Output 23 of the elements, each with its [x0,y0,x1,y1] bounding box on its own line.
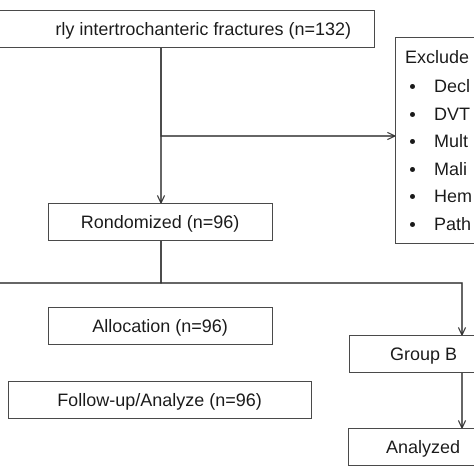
arrow [458,373,466,429]
list-item: Mult [434,130,468,152]
list-item: Mali [434,158,468,180]
exclusion-box [395,37,474,244]
process-box [348,428,474,466]
process-box [0,10,375,48]
box-heading: Exclude [405,46,470,68]
connector-line [0,241,162,284]
list-item: Hem [434,185,472,207]
list-item: DVT [434,102,470,124]
process-box [48,203,273,241]
process-box [8,381,312,419]
box-label: Rondomized (n=96) [80,210,240,232]
list-item: Path [434,212,472,234]
process-box [349,335,474,373]
box-label: Follow-up/Analyze (n=96) [56,388,263,410]
box-label: Allocation (n=96) [91,314,229,336]
box-label: rly intertrochanteric fractures (n=132) [55,18,351,40]
box-label: Analyzed [386,436,460,458]
box-label: Group B [390,342,458,364]
process-box [48,307,273,345]
list-item: Decl [434,75,470,97]
arrow [160,48,396,140]
